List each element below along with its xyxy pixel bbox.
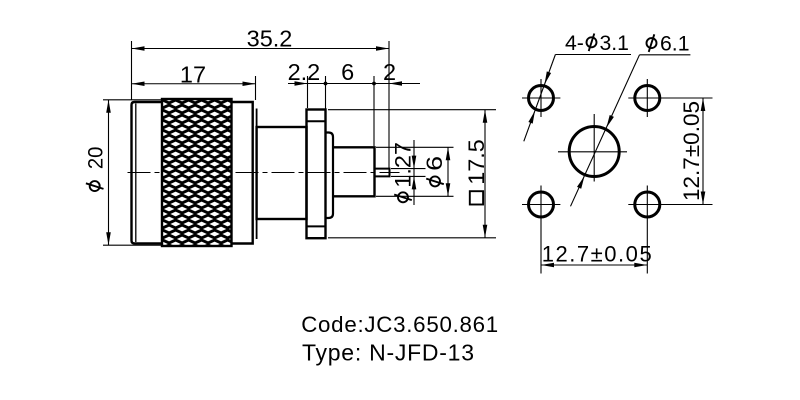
svg-text:1.27: 1.27	[391, 142, 416, 188]
svg-text:12.7±0.05: 12.7±0.05	[679, 101, 704, 201]
svg-text:6: 6	[341, 59, 354, 85]
svg-text:6: 6	[422, 156, 447, 171]
svg-text:4-: 4-	[565, 32, 584, 55]
svg-text:20: 20	[84, 147, 107, 170]
svg-text:2.2: 2.2	[288, 59, 321, 85]
svg-text:6.1: 6.1	[660, 33, 690, 56]
svg-text:Type: N-JFD-13: Type: N-JFD-13	[302, 340, 474, 366]
svg-text:12.7±0.05: 12.7±0.05	[542, 241, 652, 266]
svg-text:Code:JC3.650.861: Code:JC3.650.861	[301, 312, 498, 337]
svg-text:17.5: 17.5	[464, 139, 489, 185]
svg-text:35.2: 35.2	[247, 26, 293, 52]
svg-text:2: 2	[383, 59, 396, 85]
svg-text:3.1: 3.1	[600, 32, 629, 55]
svg-text:17: 17	[180, 62, 206, 88]
